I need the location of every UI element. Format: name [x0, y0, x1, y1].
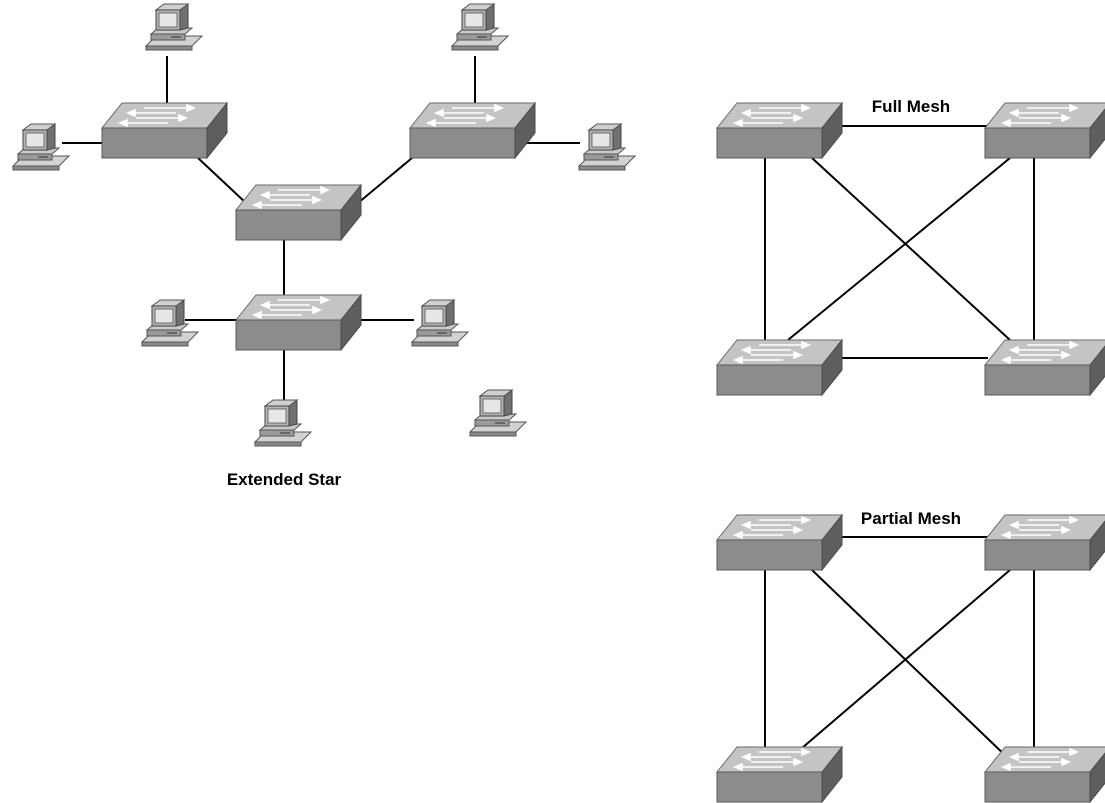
- switch-icon: [984, 514, 1105, 571]
- full-mesh-label: Full Mesh: [872, 97, 950, 116]
- switch-icon: [409, 102, 536, 159]
- switch-icon: [984, 746, 1105, 803]
- switch-icon: [101, 102, 228, 159]
- partial-mesh-label: Partial Mesh: [861, 509, 961, 528]
- workstation-icon: [451, 3, 509, 51]
- switch-icon: [984, 102, 1105, 159]
- partial-mesh-links: [764, 536, 1035, 761]
- workstation-icon: [145, 3, 203, 51]
- extended-star-links: [62, 56, 580, 402]
- workstation-icon: [254, 399, 312, 447]
- workstation-icon: [12, 123, 70, 171]
- switch-icon: [716, 746, 843, 803]
- switch-icon: [984, 339, 1105, 396]
- workstation-icon: [141, 299, 199, 347]
- full-mesh-links: [764, 125, 1035, 359]
- extended-star-label: Extended Star: [227, 470, 342, 489]
- switch-icon: [235, 184, 362, 241]
- switch-icon: [716, 339, 843, 396]
- extended-star-diagram: Extended Star: [12, 3, 636, 489]
- workstation-icon: [578, 123, 636, 171]
- workstation-icon: [411, 299, 469, 347]
- workstation-icon: [469, 389, 527, 437]
- full-mesh-diagram: Full Mesh: [716, 94, 1105, 396]
- partial-mesh-diagram: Partial Mesh: [716, 506, 1105, 803]
- switch-icon: [716, 102, 843, 159]
- switch-icon: [235, 294, 362, 351]
- switch-icon: [716, 514, 843, 571]
